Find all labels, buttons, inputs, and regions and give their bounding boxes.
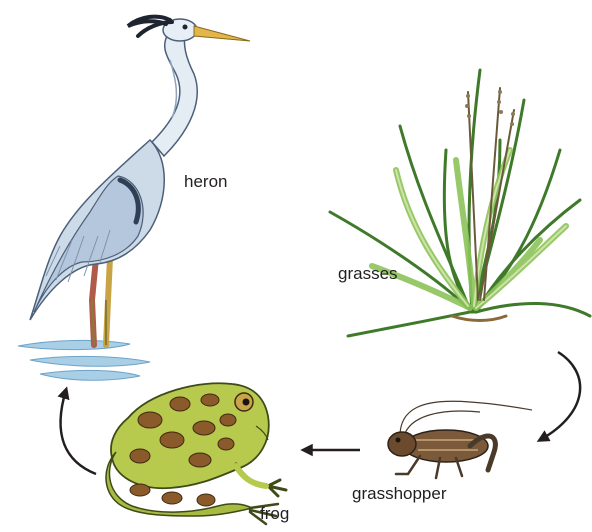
grasses-to-grasshopper-arrow [540,352,580,440]
frog-to-heron-arrow [61,390,96,474]
frog-front-leg [236,464,286,496]
grasses-illustration [330,70,590,336]
grasshopper-label: grasshopper [352,484,447,504]
heron-eye [183,25,188,30]
water-ripples [18,340,150,380]
frog-label: frog [260,504,289,524]
grasshopper-head [388,432,416,456]
heron-label: heron [184,172,227,192]
grasshopper-body [404,430,488,462]
grasses-label: grasses [338,264,398,284]
heron-illustration [18,17,250,381]
grasshopper-illustration [388,401,532,478]
frog-illustration [106,383,286,524]
heron-neck [152,30,197,156]
heron-beak [194,26,250,41]
